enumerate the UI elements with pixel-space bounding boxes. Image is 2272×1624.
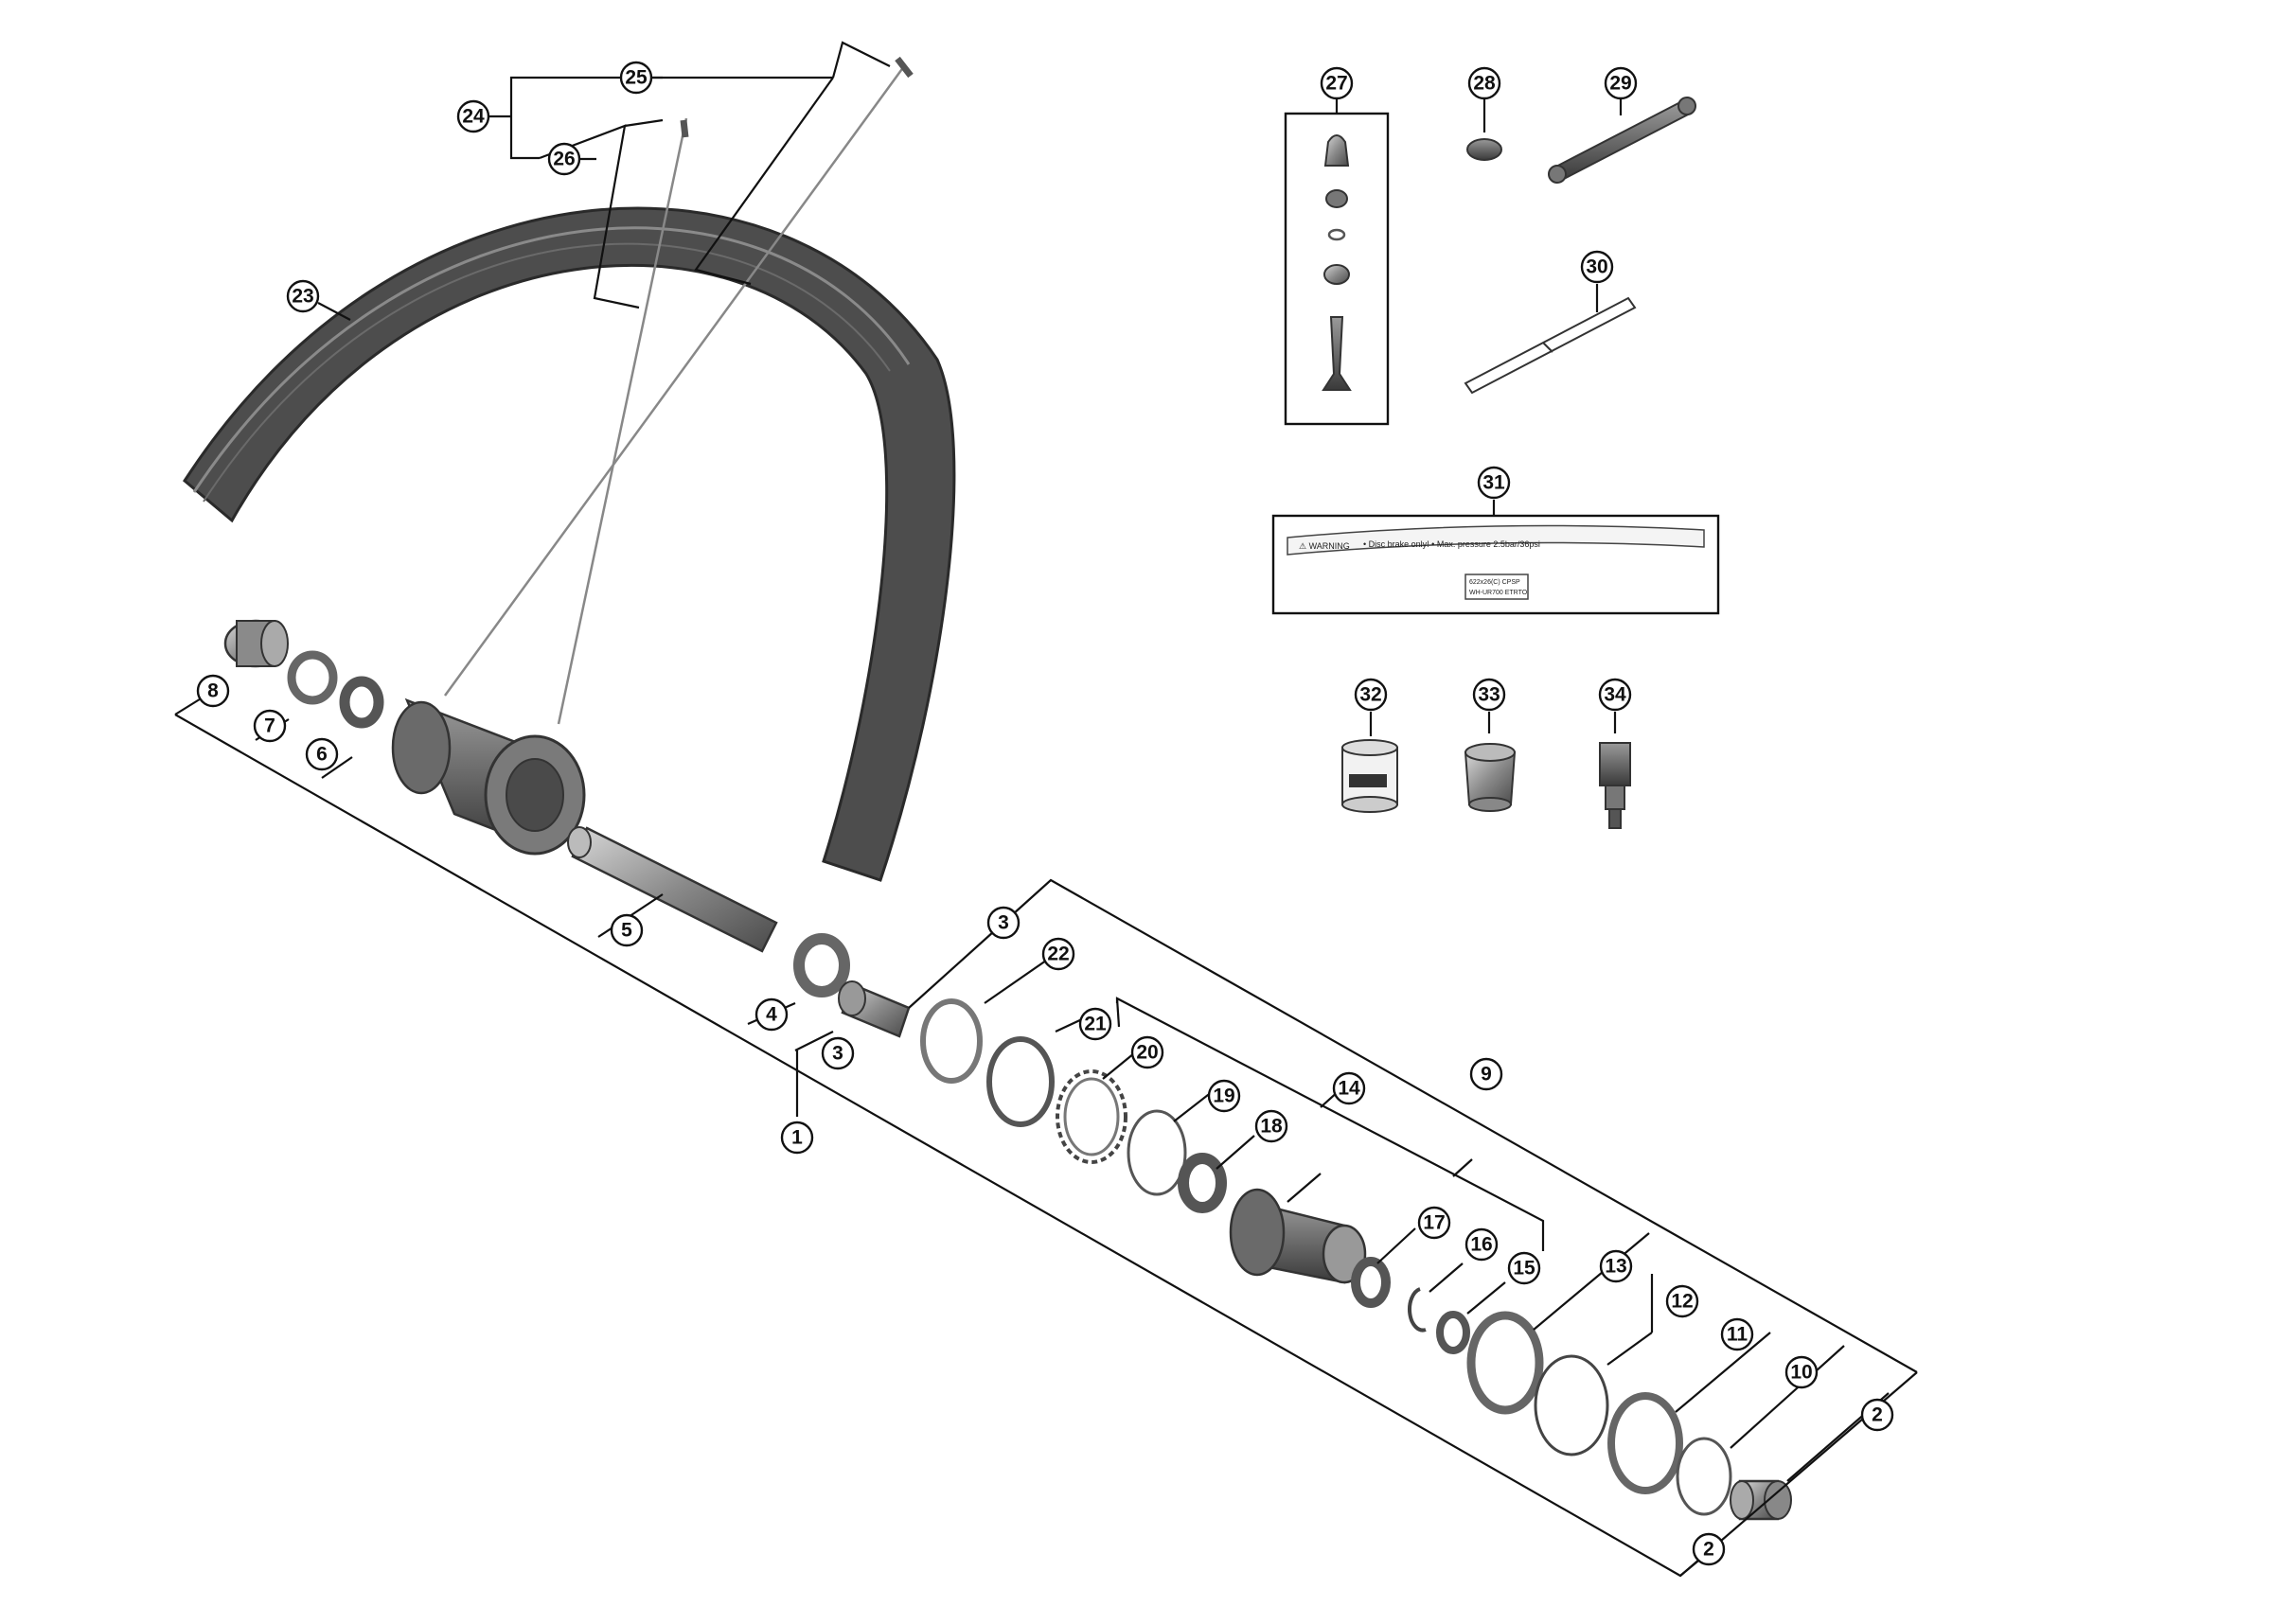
callout-12: 12: [1665, 1284, 1699, 1318]
grease-jar: [1341, 712, 1398, 813]
svg-text:21: 21: [1084, 1014, 1107, 1035]
freehub-parts: [920, 998, 1792, 1521]
callout-3-upper: 3: [986, 906, 1021, 940]
callout-11: 11: [1720, 1317, 1754, 1351]
spoke-leaders: [509, 41, 891, 309]
svg-text:2: 2: [1703, 1539, 1714, 1561]
callout-34: 34: [1598, 678, 1632, 712]
svg-text:28: 28: [1473, 73, 1496, 95]
callout-20: 20: [1130, 1035, 1164, 1069]
callout-1: 1: [780, 1121, 814, 1155]
svg-text:25: 25: [625, 67, 648, 89]
callout-21: 21: [1078, 1007, 1112, 1041]
svg-text:6: 6: [316, 744, 328, 766]
svg-text:9: 9: [1481, 1064, 1492, 1086]
callout-22: 22: [1041, 937, 1075, 971]
callout-9: 9: [1469, 1057, 1503, 1091]
svg-text:22: 22: [1047, 944, 1069, 965]
callout-27: 27: [1320, 66, 1354, 100]
svg-text:18: 18: [1260, 1116, 1283, 1138]
callout-32: 32: [1354, 678, 1388, 712]
svg-text:3: 3: [998, 912, 1009, 934]
svg-text:12: 12: [1671, 1291, 1693, 1313]
callout-3-lower: 3: [821, 1036, 855, 1070]
valve-kit: [1284, 97, 1390, 426]
sleeve-tool: [1464, 712, 1517, 812]
callout-7: 7: [253, 709, 287, 743]
spokes: [443, 56, 914, 725]
callout-24: 24: [456, 99, 490, 133]
callout-18: 18: [1254, 1109, 1288, 1143]
callout-5: 5: [610, 913, 644, 947]
rim-tape: [1464, 284, 1637, 395]
callout-14: 14: [1332, 1071, 1366, 1105]
callout-connectors: [317, 76, 663, 321]
svg-text:27: 27: [1325, 73, 1347, 95]
nipple-part: [1466, 97, 1502, 161]
svg-text:20: 20: [1136, 1042, 1158, 1064]
svg-text:10: 10: [1790, 1362, 1812, 1384]
decal-size-text: 622x26(C) CPSP: [1469, 579, 1520, 586]
svg-text:4: 4: [766, 1004, 777, 1026]
callout-4: 4: [754, 997, 789, 1032]
svg-text:5: 5: [621, 920, 632, 942]
callout-26: 26: [547, 142, 581, 176]
svg-text:30: 30: [1586, 256, 1607, 278]
svg-text:7: 7: [264, 715, 275, 737]
stepped-pin: [1599, 712, 1631, 829]
callout-33: 33: [1472, 678, 1506, 712]
spoke-wrench: [1548, 97, 1696, 184]
callout-31: 31: [1477, 466, 1511, 500]
svg-text:34: 34: [1604, 684, 1626, 706]
svg-text:3: 3: [832, 1043, 843, 1065]
callout-23: 23: [286, 279, 320, 313]
svg-text:1: 1: [791, 1127, 803, 1149]
callout-15: 15: [1507, 1251, 1541, 1285]
callout-6: 6: [305, 737, 339, 771]
svg-text:23: 23: [292, 286, 313, 308]
callout-2-lower: 2: [1692, 1532, 1726, 1566]
decal-warning-text: ⚠ WARNING: [1299, 541, 1350, 551]
svg-text:11: 11: [1727, 1324, 1748, 1346]
callout-29: 29: [1604, 66, 1638, 100]
svg-text:8: 8: [207, 680, 219, 702]
svg-text:24: 24: [462, 106, 485, 128]
callout-25: 25: [619, 61, 653, 95]
svg-text:29: 29: [1609, 73, 1631, 95]
svg-text:17: 17: [1423, 1212, 1445, 1234]
svg-text:15: 15: [1513, 1258, 1535, 1280]
rim-decal: ⚠ WARNING • Disc brake only! • Max. pres…: [1271, 500, 1720, 615]
callout-2-upper: 2: [1860, 1398, 1894, 1432]
callout-17: 17: [1417, 1206, 1451, 1240]
svg-text:14: 14: [1338, 1078, 1360, 1100]
callout-10: 10: [1784, 1355, 1819, 1389]
svg-text:31: 31: [1482, 472, 1505, 494]
svg-text:32: 32: [1359, 684, 1381, 706]
svg-text:16: 16: [1470, 1234, 1492, 1256]
rim: [183, 206, 956, 882]
callout-16: 16: [1464, 1227, 1499, 1262]
callout-8: 8: [196, 674, 230, 708]
callout-13: 13: [1599, 1249, 1633, 1283]
hub-left-parts: [223, 619, 911, 1038]
svg-text:33: 33: [1478, 684, 1500, 706]
callout-28: 28: [1467, 66, 1501, 100]
decal-line-text: • Disc brake only! • Max. pressure 2.5ba…: [1363, 539, 1540, 549]
callout-30: 30: [1580, 250, 1614, 284]
svg-text:19: 19: [1213, 1086, 1234, 1107]
callout-19: 19: [1207, 1079, 1241, 1113]
callouts: 1 2 2 3 3 4 5 6 7 8 9 10 11 12 13 14 15 …: [196, 61, 1894, 1566]
decal-model-text: WH-UR700 ETRTO: [1469, 590, 1528, 596]
leader-lines: [174, 692, 1918, 1578]
svg-text:26: 26: [553, 149, 575, 170]
svg-text:2: 2: [1872, 1404, 1883, 1426]
svg-text:13: 13: [1605, 1256, 1626, 1278]
